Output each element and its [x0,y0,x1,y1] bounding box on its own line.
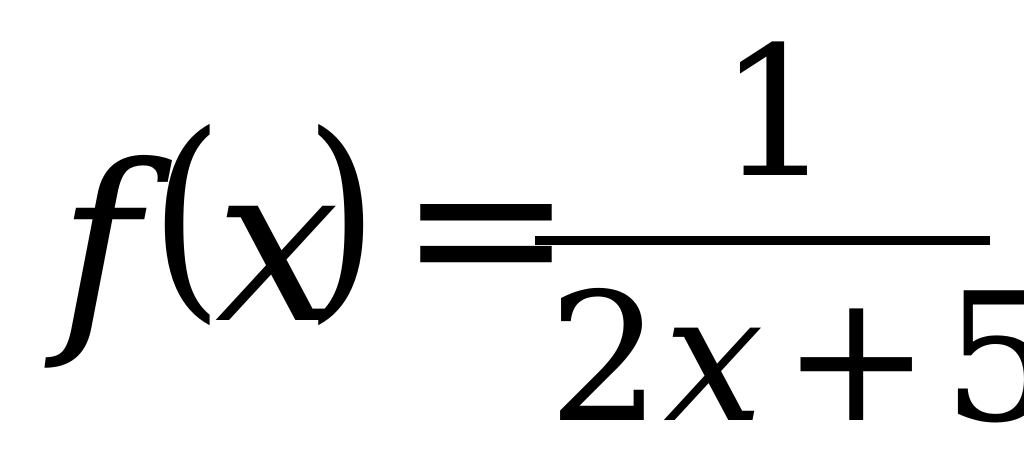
denominator-coefficient: 2 [548,255,662,462]
open-parenthesis: ( [150,87,223,343]
fraction-bar [535,236,990,245]
equals-sign: = [398,104,574,349]
fraction-denominator: 2x+5 [548,270,1024,448]
plus-sign: + [781,255,931,462]
fraction-numerator: 1 [718,9,833,218]
denominator-constant: 5 [942,255,1024,462]
denominator-variable: x [663,255,764,462]
function-variable: x [215,116,340,372]
function-name: f [58,118,140,374]
close-parenthesis: ) [305,87,378,343]
